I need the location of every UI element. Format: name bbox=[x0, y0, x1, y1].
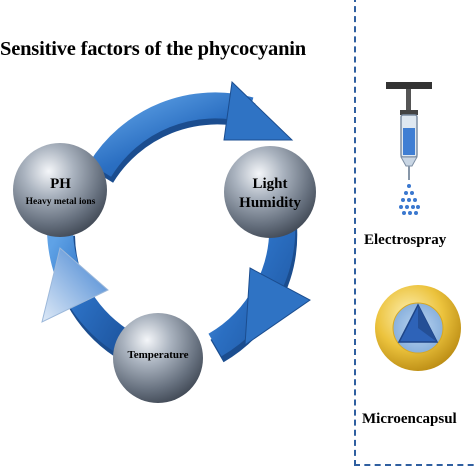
methods-panel bbox=[354, 0, 474, 466]
syringe-icon bbox=[386, 82, 432, 215]
label-humidity: Humidity bbox=[239, 195, 301, 211]
microcapsule-label: Microencapsul bbox=[362, 411, 457, 427]
arrow-head-left bbox=[41, 247, 109, 323]
label-temperature: Temperature bbox=[127, 349, 189, 361]
label-ph: PH bbox=[50, 176, 71, 192]
arrow-head-top bbox=[223, 80, 294, 141]
factor-ball-ph bbox=[13, 143, 107, 237]
factor-ball-temperature bbox=[113, 313, 203, 403]
label-light: Light bbox=[252, 176, 288, 192]
arrow-head-right bbox=[244, 267, 311, 346]
label-heavy-metal-ions: Heavy metal ions bbox=[25, 197, 96, 207]
factor-ball-light bbox=[224, 146, 316, 238]
page-title: Sensitive factors of the phycocyanin bbox=[0, 38, 306, 60]
microcapsule-icon bbox=[375, 285, 461, 371]
electrospray-label: Electrospray bbox=[364, 232, 447, 248]
